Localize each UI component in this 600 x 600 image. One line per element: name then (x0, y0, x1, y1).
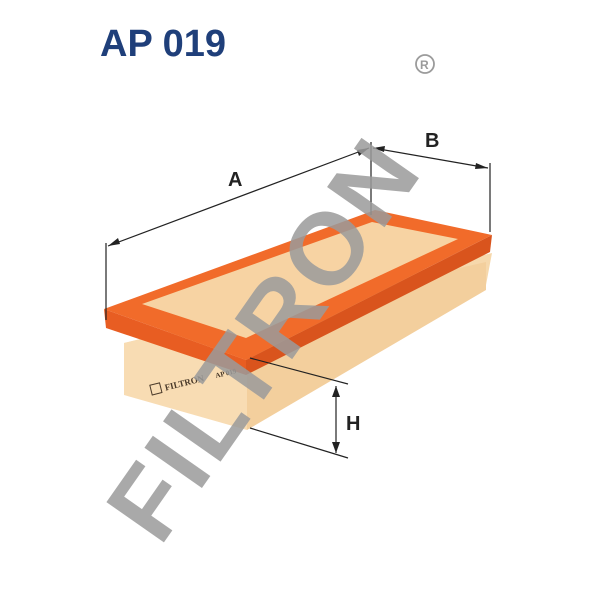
dimension-a-arrow-right (357, 148, 369, 156)
dimension-b-arrow-left (373, 146, 385, 152)
filter-frame-edge-left (104, 309, 246, 375)
dimension-a-label: A (228, 169, 242, 191)
dimension-b-arrow-right (475, 163, 488, 169)
filter-frame-edge-right (246, 235, 492, 375)
dimension-h-arrow-bottom (332, 442, 340, 453)
filter-media (142, 222, 458, 338)
registered-mark-icon (415, 54, 435, 74)
dimension-h-arrow-top (332, 386, 340, 397)
dimension-b-label: B (425, 130, 439, 152)
dimension-h-extension-bottom (249, 427, 349, 459)
dimension-h-extension-top (249, 357, 349, 385)
filter-label-logo-icon (149, 382, 163, 396)
dimension-b-line (372, 147, 489, 169)
dimension-a-line (107, 147, 370, 247)
dimension-h-label: H (346, 413, 360, 435)
product-code-title: AP 019 (100, 23, 226, 65)
dimension-a-arrow-left (108, 238, 120, 246)
watermark-registered: R (420, 58, 429, 72)
